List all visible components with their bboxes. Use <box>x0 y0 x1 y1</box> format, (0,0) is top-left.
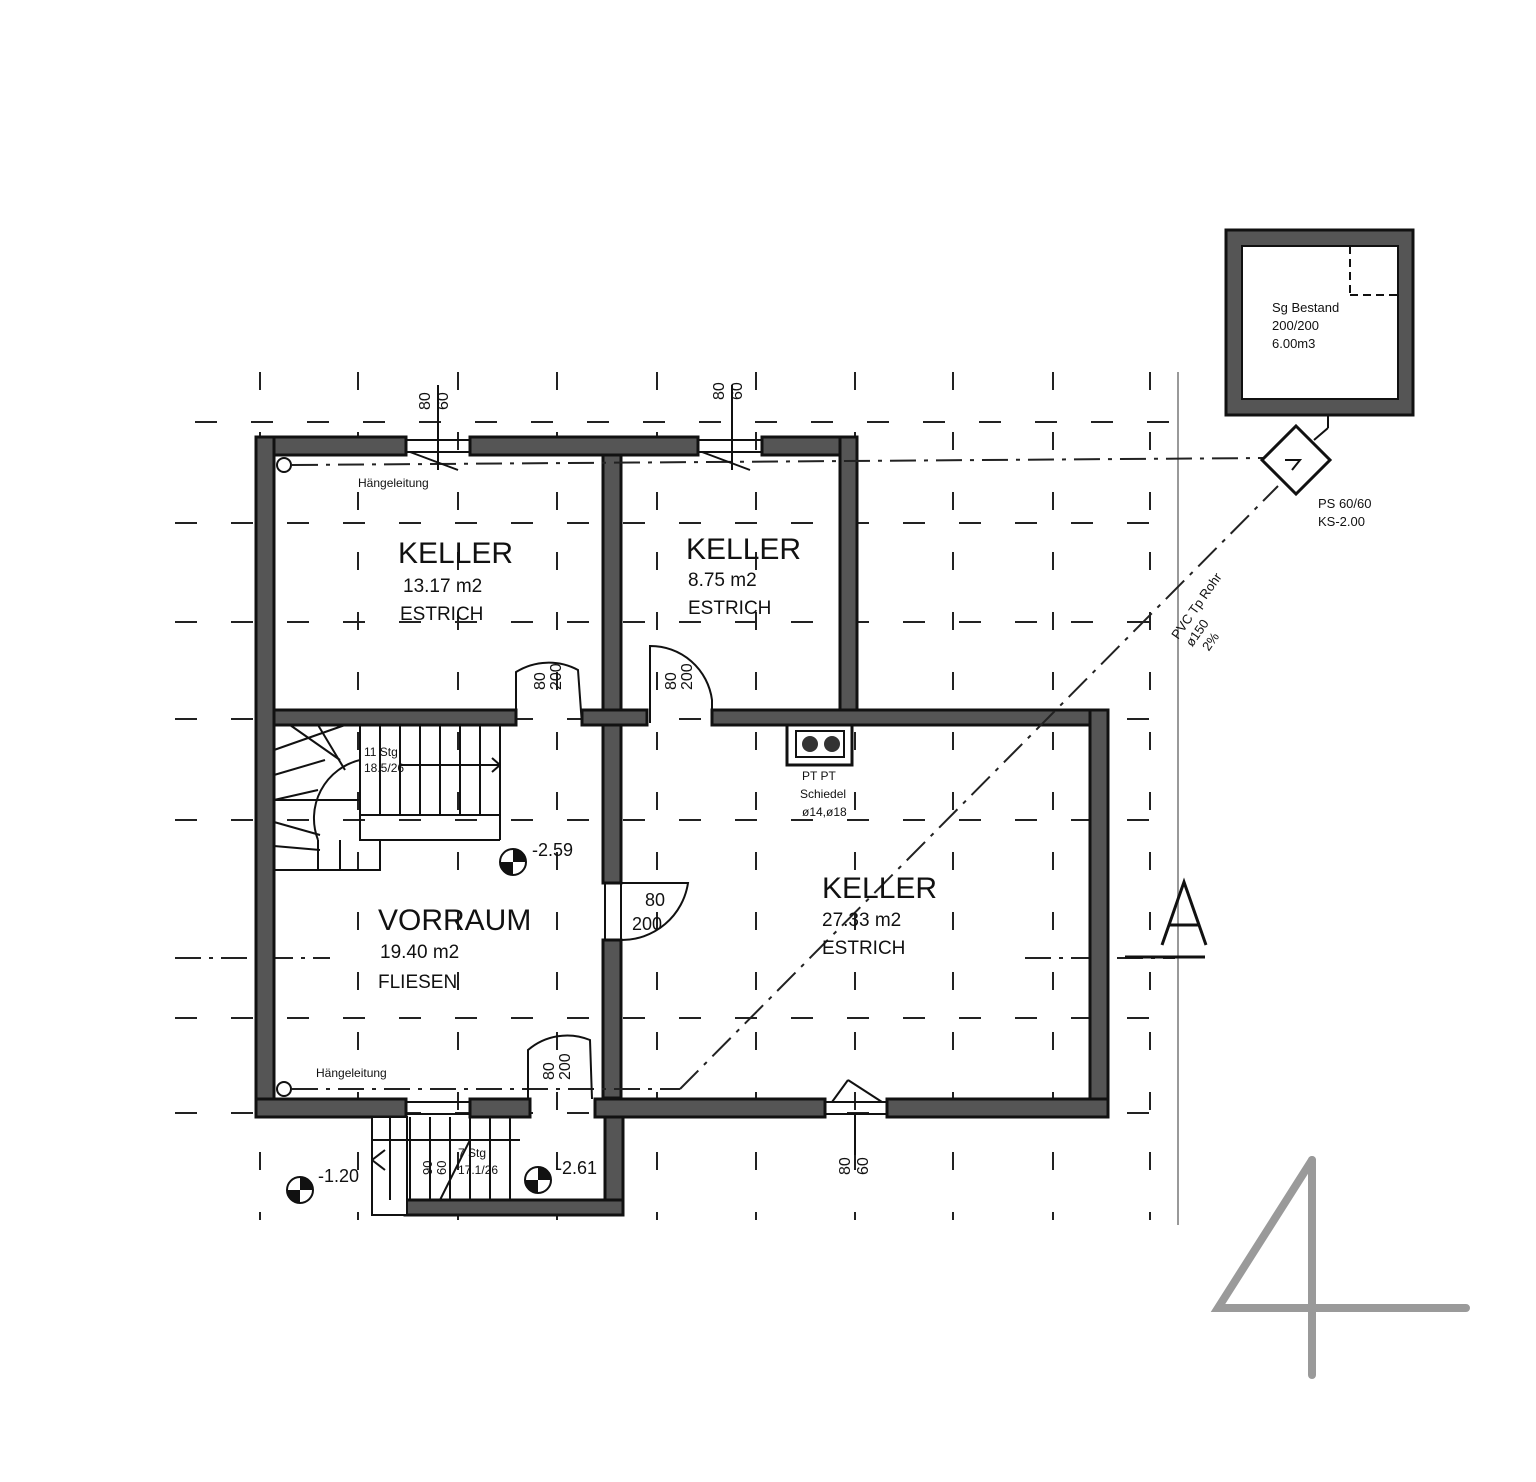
chimney-symbol <box>785 723 854 767</box>
win-top-left-w: 80 <box>417 392 434 410</box>
ps-label-2: KS-2.00 <box>1318 514 1365 529</box>
room-2-name: KELLER <box>686 533 801 566</box>
door-keller3-w: 80 <box>541 1062 558 1080</box>
room-4-floor: ESTRICH <box>822 938 905 959</box>
level-label-vorraum: -2.59 <box>532 840 573 860</box>
stairs-main <box>273 724 501 871</box>
level-label-outside: -1.20 <box>318 1166 359 1186</box>
door-keller2-w: 80 <box>663 672 680 690</box>
room-3-area: 19.40 m2 <box>380 942 459 963</box>
septic-tank <box>1224 228 1415 441</box>
door-small-h: 60 <box>434 1161 449 1175</box>
level-marker-vorraum <box>499 848 527 876</box>
door-entry-h: 200 <box>632 914 662 934</box>
sg-label-3: 6.00m3 <box>1272 336 1315 351</box>
pipe-end-top-icon <box>276 457 292 473</box>
room-3-floor: FLIESEN <box>378 972 457 993</box>
door-keller1-w: 80 <box>532 672 549 690</box>
ps-label-1: PS 60/60 <box>1318 496 1372 511</box>
stair-bottom-label-2: 17.1/26 <box>458 1163 498 1177</box>
room-3-name: VORRAUM <box>378 904 531 937</box>
win-top-mid-w: 80 <box>711 382 728 400</box>
level-label-entry: -2.61 <box>556 1158 597 1178</box>
chimney-label-1: PT PT <box>802 769 836 783</box>
door-keller2-h: 200 <box>679 663 696 690</box>
room-1-area: 13.17 m2 <box>403 576 482 597</box>
room-4-area: 27.33 m2 <box>822 910 901 931</box>
door-small-w: 90 <box>420 1161 435 1175</box>
haengeleitung-top-label: Hängeleitung <box>358 476 429 490</box>
chimney-label-3: ø14,ø18 <box>802 805 847 819</box>
stair-top-label-2: 18.5/26 <box>364 761 404 775</box>
walls <box>254 435 1110 1217</box>
room-1-name: KELLER <box>398 537 513 570</box>
win-bottom-w: 80 <box>837 1157 854 1175</box>
door-keller1-h: 200 <box>548 663 565 690</box>
section-marker-a <box>1125 877 1208 959</box>
door-keller3-h: 200 <box>557 1053 574 1080</box>
level-marker-outside <box>286 1176 314 1204</box>
room-2-area: 8.75 m2 <box>688 570 757 591</box>
page-number-glyph <box>1210 1156 1470 1379</box>
stairs-entry <box>371 1117 520 1201</box>
room-4-name: KELLER <box>822 872 937 905</box>
sg-label-2: 200/200 <box>1272 318 1319 333</box>
windows <box>405 385 888 1155</box>
win-top-left-h: 60 <box>435 392 452 410</box>
drain-lines <box>291 457 1279 1090</box>
inspection-shaft <box>1259 423 1333 497</box>
room-2-floor: ESTRICH <box>688 598 771 619</box>
win-bottom-h: 60 <box>855 1157 872 1175</box>
pipe-end-bottom-icon <box>276 1081 292 1097</box>
sg-label-1: Sg Bestand <box>1272 300 1339 315</box>
haengeleitung-bottom-label: Hängeleitung <box>316 1066 387 1080</box>
level-marker-entry <box>524 1166 552 1194</box>
room-1-floor: ESTRICH <box>400 604 483 625</box>
door-entry-w: 80 <box>645 890 665 910</box>
stair-top-label-1: 11 Stg <box>364 745 398 759</box>
grid-lines <box>175 372 1179 1225</box>
stair-bottom-label-1: 7 Stg <box>458 1146 486 1160</box>
win-top-mid-h: 60 <box>729 382 746 400</box>
chimney-label-2: Schiedel <box>800 787 846 801</box>
doors <box>515 644 713 1100</box>
